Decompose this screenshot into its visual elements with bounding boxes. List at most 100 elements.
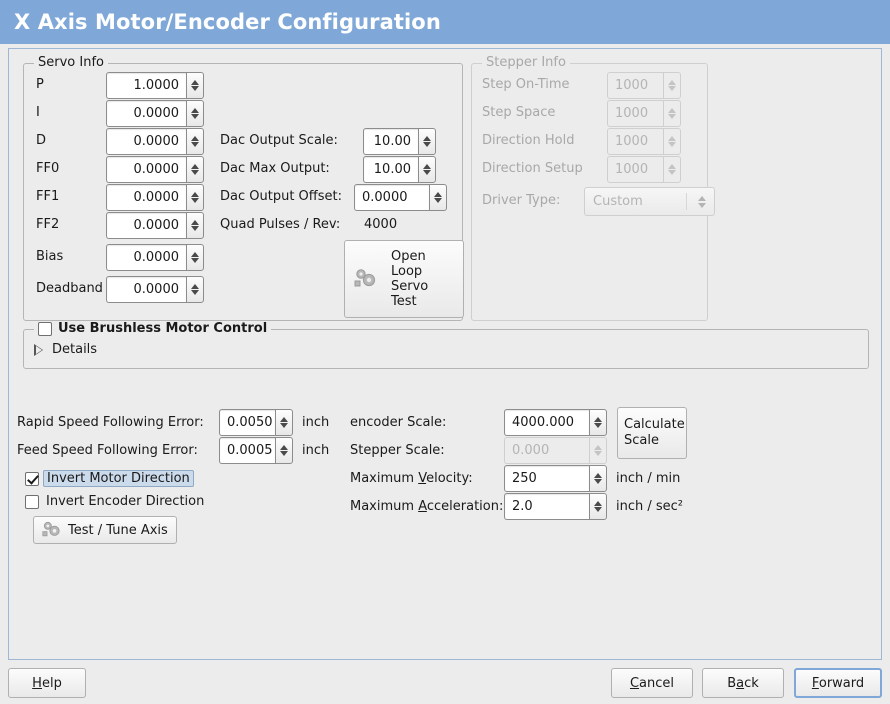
dac-output-offset-spin[interactable]: 0.0000 [354, 184, 447, 211]
driver-type-combobox[interactable]: Custom [584, 187, 715, 216]
servo-input-p[interactable]: 1.0000 [106, 72, 186, 99]
servo-input-ff2[interactable]: 0.0000 [106, 212, 186, 239]
servo-input-ff1[interactable]: 0.0000 [106, 184, 186, 211]
spin-up-icon[interactable] [594, 417, 602, 422]
servo-spin-ff0[interactable]: 0.0000 [106, 156, 204, 183]
spin-up-icon[interactable] [423, 164, 431, 169]
spin-up-icon[interactable] [668, 80, 676, 85]
open-loop-servo-test-button[interactable]: Open Loop Servo Test [344, 240, 464, 318]
spin-down-icon[interactable] [423, 142, 431, 147]
spin-up-icon[interactable] [191, 220, 199, 225]
spin-up-icon[interactable] [191, 136, 199, 141]
spin-down-icon[interactable] [668, 142, 676, 147]
maximum-velocity-spin[interactable]: 250 [504, 465, 607, 492]
dac-max-output-input[interactable]: 10.00 [363, 156, 418, 183]
servo-spin-buttons-ff2[interactable] [186, 212, 204, 239]
maximum-acceleration-input[interactable]: 2.0 [504, 493, 589, 520]
step-on-time-spin-buttons[interactable] [663, 72, 681, 99]
spin-up-icon[interactable] [668, 164, 676, 169]
maximum-acceleration-spin-buttons[interactable] [589, 493, 607, 520]
spin-down-icon[interactable] [668, 114, 676, 119]
spin-up-icon[interactable] [280, 417, 288, 422]
spin-up-icon[interactable] [191, 108, 199, 113]
spin-up-icon[interactable] [434, 192, 442, 197]
servo-spin-d[interactable]: 0.0000 [106, 128, 204, 155]
spin-down-icon[interactable] [594, 451, 602, 456]
direction-setup-spin[interactable]: 1000 [607, 156, 681, 183]
invert-motor-direction-checkbox[interactable]: Invert Motor Direction [25, 470, 194, 487]
calculate-scale-button[interactable]: Calculate Scale [617, 407, 687, 459]
spin-up-icon[interactable] [191, 252, 199, 257]
stepper-scale-spin-buttons[interactable] [589, 437, 607, 464]
servo-spin-ff1[interactable]: 0.0000 [106, 184, 204, 211]
step-space-spin[interactable]: 1000 [607, 100, 681, 127]
servo-input-deadband[interactable]: 0.0000 [106, 276, 186, 303]
invert-encoder-direction-checkbox[interactable]: Invert Encoder Direction [25, 494, 204, 509]
dac-output-offset-spin-buttons[interactable] [429, 184, 447, 211]
use-brushless-motor-control-checkbox[interactable]: Use Brushless Motor Control [34, 322, 272, 336]
maximum-velocity-input[interactable]: 250 [504, 465, 589, 492]
servo-input-i[interactable]: 0.0000 [106, 100, 186, 127]
direction-setup-spin-buttons[interactable] [663, 156, 681, 183]
servo-input-ff0[interactable]: 0.0000 [106, 156, 186, 183]
spin-down-icon[interactable] [668, 170, 676, 175]
servo-spin-buttons-i[interactable] [186, 100, 204, 127]
spin-down-icon[interactable] [594, 507, 602, 512]
chevron-right-icon[interactable] [34, 343, 43, 356]
servo-spin-buttons-d[interactable] [186, 128, 204, 155]
step-on-time-input[interactable]: 1000 [607, 72, 663, 99]
feed-spin-buttons[interactable] [275, 437, 293, 464]
spin-up-icon[interactable] [280, 445, 288, 450]
rapid-speed-following-error-spin[interactable]: 0.0050 [219, 409, 293, 436]
spin-up-icon[interactable] [668, 136, 676, 141]
back-button[interactable]: Back [702, 668, 784, 698]
spin-down-icon[interactable] [191, 258, 199, 263]
spin-down-icon[interactable] [191, 114, 199, 119]
spin-down-icon[interactable] [423, 170, 431, 175]
spin-up-icon[interactable] [423, 136, 431, 141]
checkbox-box[interactable] [25, 494, 39, 509]
test-tune-axis-button[interactable]: Test / Tune Axis [33, 516, 177, 544]
direction-setup-input[interactable]: 1000 [607, 156, 663, 183]
servo-spin-buttons-ff1[interactable] [186, 184, 204, 211]
dac-max-output-spin[interactable]: 10.00 [363, 156, 436, 183]
spin-up-icon[interactable] [191, 284, 199, 289]
cancel-button[interactable]: Cancel [611, 668, 693, 698]
servo-spin-buttons-deadband[interactable] [186, 276, 204, 303]
step-space-spin-buttons[interactable] [663, 100, 681, 127]
feed-speed-following-error-input[interactable]: 0.0005 [219, 437, 275, 464]
servo-input-d[interactable]: 0.0000 [106, 128, 186, 155]
direction-hold-spin[interactable]: 1000 [607, 128, 681, 155]
servo-spin-p[interactable]: 1.0000 [106, 72, 204, 99]
details-expander[interactable]: Details [34, 342, 97, 357]
maximum-velocity-spin-buttons[interactable] [589, 465, 607, 492]
spin-up-icon[interactable] [191, 164, 199, 169]
spin-up-icon[interactable] [191, 192, 199, 197]
spin-down-icon[interactable] [191, 290, 199, 295]
dac-output-offset-input[interactable]: 0.0000 [354, 184, 429, 211]
servo-spin-ff2[interactable]: 0.0000 [106, 212, 204, 239]
spin-down-icon[interactable] [191, 198, 199, 203]
maximum-acceleration-spin[interactable]: 2.0 [504, 493, 607, 520]
feed-speed-following-error-spin[interactable]: 0.0005 [219, 437, 293, 464]
encoder-scale-spin-buttons[interactable] [589, 409, 607, 436]
servo-spin-bias[interactable]: 0.0000 [106, 244, 204, 271]
spin-down-icon[interactable] [191, 226, 199, 231]
spin-down-icon[interactable] [434, 198, 442, 203]
dac-output-scale-spin[interactable]: 10.00 [363, 128, 436, 155]
spin-up-icon[interactable] [191, 80, 199, 85]
step-space-input[interactable]: 1000 [607, 100, 663, 127]
servo-spin-i[interactable]: 0.0000 [106, 100, 204, 127]
direction-hold-spin-buttons[interactable] [663, 128, 681, 155]
spin-up-icon[interactable] [594, 473, 602, 478]
encoder-scale-input[interactable]: 4000.000 [504, 409, 589, 436]
servo-spin-buttons-ff0[interactable] [186, 156, 204, 183]
servo-spin-deadband[interactable]: 0.0000 [106, 276, 204, 303]
spin-up-icon[interactable] [668, 108, 676, 113]
encoder-scale-spin[interactable]: 4000.000 [504, 409, 607, 436]
spin-up-icon[interactable] [594, 501, 602, 506]
servo-spin-buttons-bias[interactable] [186, 244, 204, 271]
spin-down-icon[interactable] [668, 86, 676, 91]
spin-down-icon[interactable] [191, 170, 199, 175]
spin-down-icon[interactable] [594, 423, 602, 428]
